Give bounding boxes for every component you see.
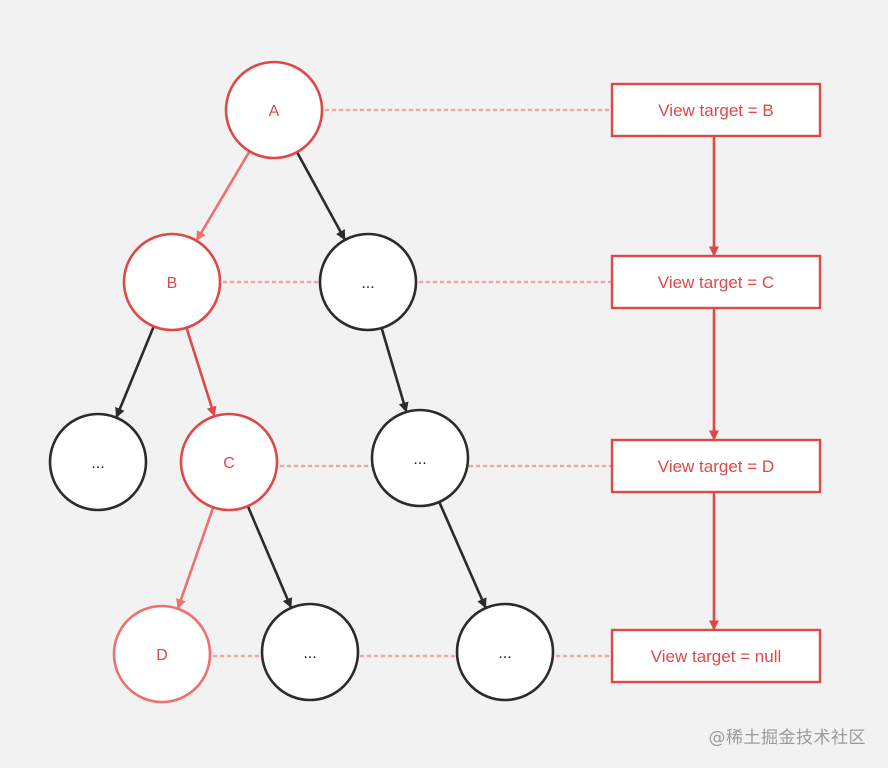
view-target-box-t3: View target = D: [610, 438, 822, 494]
watermark: @稀土掘金技术社区: [708, 728, 866, 748]
node-circle: [224, 60, 324, 160]
tree-node-r2: ...: [370, 408, 470, 508]
node-label: ...: [303, 645, 316, 662]
node-circle: [260, 602, 360, 702]
node-label: ...: [361, 275, 374, 292]
tree-node-r3: ...: [455, 602, 555, 702]
edge-b-to-l2: [115, 325, 155, 419]
edge-r1-to-r2: [380, 327, 409, 413]
target-box-label: View target = C: [658, 273, 774, 292]
node-circle: [179, 412, 279, 512]
view-target-box-t2: View target = C: [610, 254, 822, 310]
edge-r2-to-r3: [438, 501, 487, 609]
node-circle: [455, 602, 555, 702]
view-target-box-t4: View target = null: [610, 628, 822, 684]
edge-c-to-d: [176, 506, 215, 610]
node-label: B: [167, 275, 178, 292]
target-box-frame: [610, 628, 822, 684]
target-box-label: View target = B: [658, 101, 773, 120]
target-box-frame: [610, 82, 822, 138]
edge-b-to-c: [185, 327, 217, 417]
view-target-box-t1: View target = B: [610, 82, 822, 138]
tree-node-l2: ...: [48, 412, 148, 512]
node-label: ...: [91, 455, 104, 472]
node-circle: [48, 412, 148, 512]
tree-node-b: B: [122, 232, 222, 332]
tree-node-c: C: [179, 412, 279, 512]
target-box-label: View target = null: [651, 647, 782, 666]
edge-c-to-c-child: [246, 505, 293, 609]
tree-node-r1: ...: [318, 232, 418, 332]
node-label: ...: [498, 645, 511, 662]
node-label: A: [269, 103, 280, 120]
tree-node-d: D: [112, 604, 212, 704]
edge-a-to-b: [195, 150, 251, 242]
target-box-frame: [610, 438, 822, 494]
edge-a-to-r1: [295, 151, 346, 241]
node-label: C: [223, 455, 235, 472]
node-circle: [370, 408, 470, 508]
target-box-frame: [610, 254, 822, 310]
target-box-label: View target = D: [658, 457, 774, 476]
tree-node-c-child: ...: [260, 602, 360, 702]
tree-node-a: A: [224, 60, 324, 160]
node-circle: [318, 232, 418, 332]
node-label: D: [156, 647, 168, 664]
node-label: ...: [413, 451, 426, 468]
node-circle: [112, 604, 212, 704]
node-circle: [122, 232, 222, 332]
